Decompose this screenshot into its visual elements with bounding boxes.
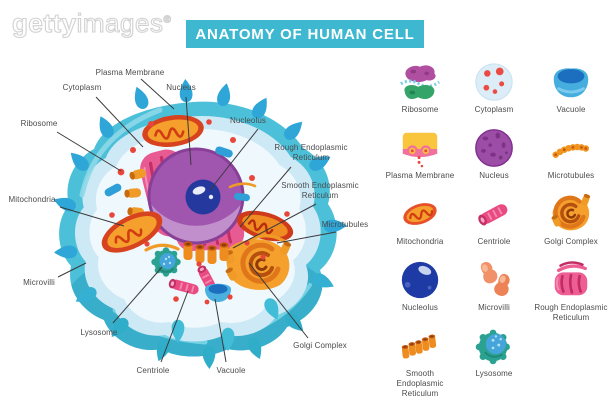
label-lysosome: Lysosome	[80, 328, 118, 337]
label-smooth-er: Smooth Endoplasmic Reticulum	[281, 181, 359, 201]
watermark-light-text: images	[76, 7, 164, 38]
legend-label: Smooth Endoplasmic Reticulum	[396, 369, 444, 398]
legend-label: Microvilli	[478, 303, 510, 312]
vacuole-shape	[205, 283, 231, 302]
label-nucleus: Nucleus	[166, 83, 196, 92]
legend-item-microvilli: Microvilli	[458, 256, 530, 322]
label-lines	[56, 78, 337, 363]
legend-label: Nucleus	[479, 171, 509, 180]
centriole-icon	[472, 192, 516, 236]
legend-label: Mitochondria	[396, 237, 444, 246]
plasma-membrane-icon	[398, 126, 442, 170]
legend-label: Rough Endoplasmic Reticulum	[534, 303, 608, 322]
nucleolus-icon	[398, 258, 442, 302]
legend-item-smooth-er: Smooth Endoplasmic Reticulum	[382, 322, 458, 398]
microvilli-icon	[472, 258, 516, 302]
vesicle-shapes	[104, 146, 250, 202]
golgi-complex-shape	[225, 239, 292, 290]
legend-label: Golgi Complex	[544, 237, 598, 246]
label-cytoplasm: Cytoplasm	[62, 83, 102, 92]
getty-watermark: gettyimages®	[11, 7, 172, 39]
mitochondria-icon	[398, 192, 442, 236]
registered-mark: ®	[163, 14, 172, 26]
legend-item-mitochondria: Mitochondria	[382, 190, 458, 256]
legend-label: Microtubules	[547, 171, 595, 180]
legend-label: Ribosome	[401, 105, 439, 114]
legend-item-centriole: Centriole	[458, 190, 530, 256]
label-plasma-membrane: Plasma Membrane	[95, 68, 165, 77]
legend-item-lysosome: Lysosome	[458, 322, 530, 388]
legend-label: Centriole	[477, 237, 511, 246]
label-microtubules: Microtubules	[321, 220, 369, 229]
rough-er-icon	[549, 258, 593, 302]
golgi-complex-icon	[549, 192, 593, 236]
legend-item-nucleolus: Nucleolus	[382, 256, 458, 322]
legend-item-cytoplasm: Cytoplasm	[458, 58, 530, 124]
legend-item-vacuole: Vacuole	[530, 58, 612, 124]
watermark-bold-text: getty	[11, 7, 77, 38]
label-nucleolus: Nucleolus	[229, 116, 267, 125]
legend-label: Vacuole	[556, 105, 586, 114]
page-title: ANATOMY OF HUMAN CELL	[195, 25, 415, 43]
legend-item-nucleus: Nucleus	[458, 124, 530, 190]
legend-item-microtubules: Microtubules	[530, 124, 612, 190]
vacuole-icon	[549, 60, 593, 104]
nucleolus-shape	[185, 179, 221, 215]
label-rough-er: Rough Endoplasmic Reticulum	[274, 143, 348, 163]
mitochondria-shapes	[101, 115, 294, 253]
organelle-legend: Ribosome Cytoplasm Vacuole	[382, 58, 612, 398]
smooth-er-shape	[183, 241, 229, 264]
ribosome-icon	[398, 60, 442, 104]
legend-item-golgi-complex: Golgi Complex	[530, 190, 612, 256]
nucleus-shape	[147, 147, 245, 245]
nucleus-icon	[472, 126, 516, 170]
label-microvilli: Microvilli	[23, 278, 55, 287]
microtubules-icon	[549, 126, 593, 170]
legend-item-ribosome: Ribosome	[382, 58, 458, 124]
label-vacuole: Vacuole	[216, 366, 246, 375]
legend-label: Lysosome	[475, 369, 513, 378]
legend-label: Plasma Membrane	[385, 171, 455, 180]
legend-label: Cytoplasm	[474, 105, 514, 114]
legend-item-rough-er: Rough Endoplasmic Reticulum	[530, 256, 612, 322]
label-centriole: Centriole	[136, 366, 170, 375]
legend-item-plasma-membrane: Plasma Membrane	[382, 124, 458, 190]
legend-label: Nucleolus	[401, 303, 439, 312]
lysosome-icon	[472, 324, 516, 368]
label-ribosome: Ribosome	[20, 119, 58, 128]
lysosome-shape	[151, 247, 181, 277]
title-banner: ANATOMY OF HUMAN CELL	[186, 20, 424, 48]
smooth-er-icon	[398, 324, 442, 368]
microtubule-shapes	[144, 182, 286, 252]
cytoplasm-icon	[472, 60, 516, 104]
label-golgi-complex: Golgi Complex	[293, 341, 347, 350]
label-mitochondria: Mitochondria	[8, 195, 56, 204]
